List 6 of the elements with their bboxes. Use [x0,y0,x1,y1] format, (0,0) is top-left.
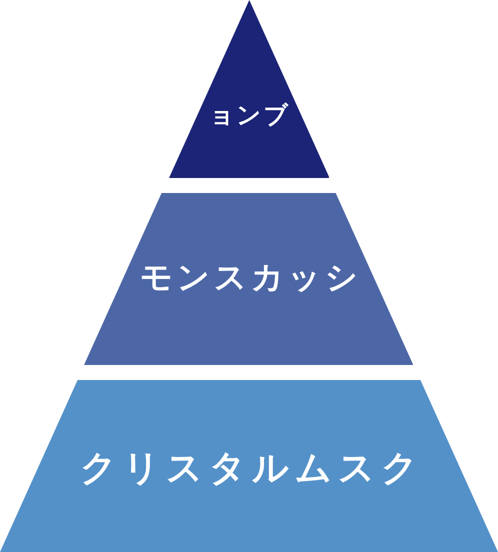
pyramid-tier [84,193,414,365]
pyramid-tier [168,0,330,178]
tier-label: クリスタルムスク [79,449,424,489]
tier-label: モンスカッシ [138,260,362,296]
pyramid-tier [0,380,498,552]
tier-label: ョンブ [208,102,290,128]
